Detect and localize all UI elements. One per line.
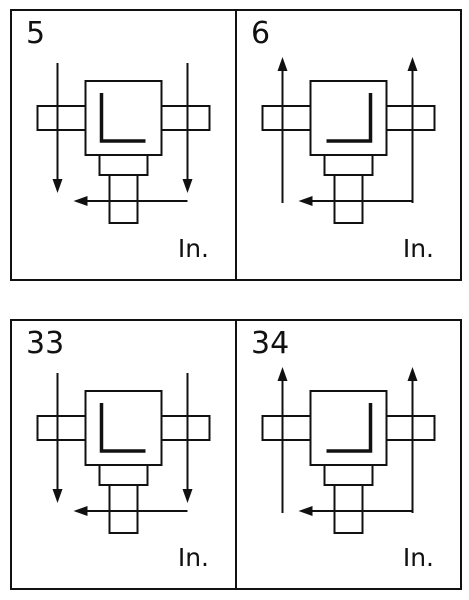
gearbox-body — [309, 390, 388, 466]
input-label: In. — [402, 543, 434, 572]
gearbox-body — [84, 390, 163, 466]
gearbox-neck — [98, 464, 149, 486]
diagram-panel-34: 34 In. — [235, 321, 460, 588]
input-arrow-head — [298, 506, 313, 516]
gearbox-neck — [98, 154, 149, 176]
panel-number: 34 — [251, 326, 290, 361]
gear-mark — [326, 403, 373, 453]
diagram-panel-6: 6 In. — [235, 11, 460, 279]
input-shaft — [333, 484, 364, 534]
input-arrow-head — [73, 506, 88, 516]
gearbox-neck — [323, 464, 374, 486]
gearbox-body — [84, 80, 163, 156]
gearbox-diagram — [36, 373, 211, 534]
input-shaft — [333, 174, 364, 224]
input-arrow-head — [73, 196, 88, 206]
input-shaft — [108, 174, 139, 224]
input-label: In. — [177, 543, 209, 572]
diagram-panel-5: 5 In. — [12, 11, 235, 279]
panel-number: 6 — [251, 16, 271, 51]
gear-mark — [99, 93, 146, 143]
diagram-row-bottom: 33 In. 34 In. — [10, 319, 462, 590]
diagram-row-top: 5 In. 6 In. — [10, 9, 462, 281]
input-label: In. — [177, 234, 209, 263]
gear-mark — [326, 93, 373, 143]
gearbox-diagram — [261, 367, 436, 534]
lateral-arrow-left-head — [277, 367, 288, 381]
input-label: In. — [402, 234, 434, 263]
gearbox-diagram — [261, 57, 436, 224]
lateral-arrow-left-head — [52, 489, 63, 503]
lateral-arrow-right-head — [182, 489, 193, 503]
panel-number: 5 — [26, 16, 46, 51]
diagram-panel-33: 33 In. — [12, 321, 235, 588]
input-arrow-head — [298, 196, 313, 206]
lateral-arrow-right-head — [407, 57, 418, 71]
lateral-arrow-left-head — [277, 57, 288, 71]
panel-number: 33 — [26, 326, 65, 361]
gearbox-neck — [323, 154, 374, 176]
gearbox-body — [309, 80, 388, 156]
gearbox-diagram — [36, 63, 211, 224]
input-shaft — [108, 484, 139, 534]
lateral-arrow-right-head — [182, 179, 193, 193]
gear-mark — [99, 403, 146, 453]
lateral-arrow-right-head — [407, 367, 418, 381]
lateral-arrow-left-head — [52, 179, 63, 193]
